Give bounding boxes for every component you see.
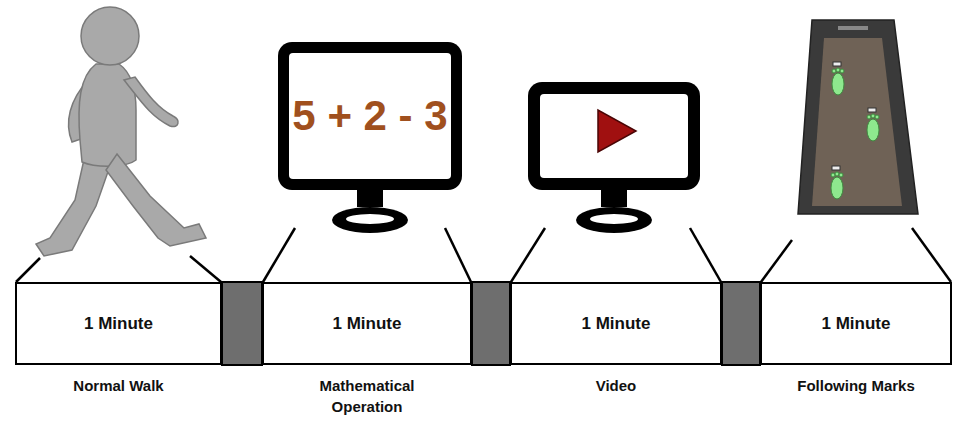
footprint — [832, 62, 844, 95]
monitor-base — [576, 207, 652, 233]
leader-line — [912, 228, 951, 282]
separator-block — [722, 282, 760, 365]
monitor-base-hole — [590, 214, 638, 224]
toe — [831, 173, 835, 177]
condition-label: Mathematical Operation — [297, 375, 437, 417]
play-symbol — [598, 110, 636, 152]
toe — [871, 114, 875, 118]
figure-leg — [36, 155, 110, 256]
footprint — [831, 166, 843, 199]
foot — [831, 177, 843, 199]
toe — [840, 69, 844, 73]
time-box: 1 MinuteVideo — [510, 282, 722, 365]
toe — [836, 68, 840, 72]
monitor-screen — [540, 94, 688, 178]
walking-figure — [36, 7, 206, 256]
monitor-icon — [278, 42, 462, 233]
toe — [835, 172, 839, 176]
figure-leg — [106, 154, 206, 246]
monitor-frame — [528, 82, 700, 190]
treadmill-belt — [812, 38, 902, 206]
separator-block — [222, 282, 262, 365]
duration-text: 1 Minute — [84, 314, 153, 334]
marker — [868, 108, 876, 112]
treadmill-icon — [798, 20, 918, 214]
leader-line — [190, 256, 221, 282]
leader-line — [445, 228, 471, 282]
monitor-base-hole — [346, 214, 394, 224]
figure-head — [81, 7, 139, 65]
footprint — [867, 108, 879, 141]
toe — [875, 115, 879, 119]
toe — [839, 173, 843, 177]
time-box: 1 MinuteNormal Walk — [15, 282, 222, 365]
leader-line — [263, 228, 295, 282]
screen-expression: 5 + 2 - 3 — [289, 53, 451, 179]
monitor-neck — [357, 189, 383, 207]
condition-label: Video — [510, 375, 722, 396]
leader-line — [16, 258, 40, 282]
figure-arm — [124, 77, 178, 127]
monitor-icon — [528, 82, 700, 233]
duration-text: 1 Minute — [582, 314, 651, 334]
treadmill-panel — [838, 26, 868, 30]
monitor-base — [332, 207, 408, 233]
time-box: 1 MinuteFollowing Marks — [760, 282, 952, 365]
monitor-screen — [289, 53, 451, 179]
time-box: 1 MinuteMathematical Operation — [262, 282, 472, 365]
foot — [832, 73, 844, 95]
duration-text: 1 Minute — [822, 314, 891, 334]
duration-text: 1 Minute — [333, 314, 402, 334]
condition-label: Following Marks — [760, 375, 952, 396]
leader-line — [511, 228, 545, 282]
leader-line — [761, 240, 792, 282]
toe — [832, 69, 836, 73]
separator-block — [472, 282, 510, 365]
marker — [832, 166, 840, 170]
monitor-frame — [278, 42, 462, 190]
foot — [867, 119, 879, 141]
toe — [867, 115, 871, 119]
marker — [833, 62, 841, 66]
leader-line — [690, 228, 721, 282]
treadmill-frame — [798, 20, 918, 214]
condition-label: Normal Walk — [15, 375, 222, 396]
monitor-neck — [601, 189, 627, 207]
